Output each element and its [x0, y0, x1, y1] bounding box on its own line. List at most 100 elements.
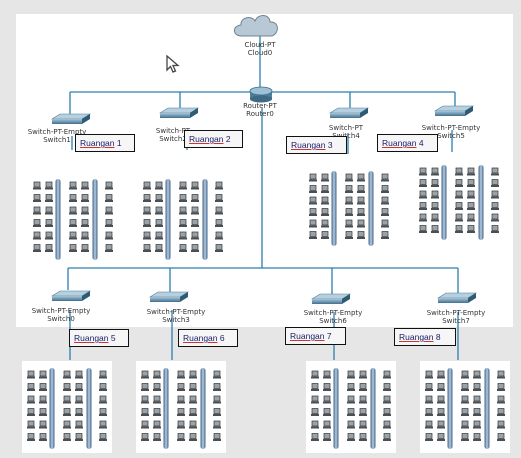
pc-keyboard — [63, 439, 71, 441]
pc-icon — [153, 395, 161, 404]
pc-keyboard — [39, 439, 47, 441]
pc-screen — [383, 383, 391, 389]
pc-keyboard — [69, 225, 77, 227]
pc-screen — [497, 395, 505, 402]
pc-keyboard — [63, 389, 71, 391]
pc-screen — [467, 202, 475, 208]
pc-icon — [45, 206, 53, 215]
pc-keyboard — [455, 219, 463, 222]
pc-icon — [437, 383, 445, 391]
pc-icon — [347, 370, 355, 379]
pc-keyboard — [461, 439, 469, 441]
switch-icon — [158, 107, 200, 118]
pc-screen — [39, 370, 47, 377]
pc-keyboard — [381, 202, 389, 205]
pc-icon — [437, 433, 445, 441]
pc-icon — [425, 408, 433, 416]
pc-screen — [467, 167, 475, 174]
pc-icon — [141, 408, 149, 416]
pc-icon — [143, 181, 151, 190]
pc-icon — [323, 408, 331, 416]
pc-screen — [177, 408, 185, 414]
pc-icon — [467, 190, 475, 199]
pc-screen — [419, 213, 427, 220]
pc-icon — [425, 420, 433, 429]
pc-keyboard — [431, 219, 439, 222]
pc-screen — [153, 420, 161, 427]
pc-keyboard — [461, 389, 469, 391]
backbone-bar — [49, 368, 55, 449]
pc-screen — [69, 194, 77, 200]
switch-name: Switch3 — [162, 316, 190, 324]
pc-icon — [425, 370, 433, 379]
pc-icon — [497, 420, 505, 429]
pc-icon — [33, 181, 41, 190]
pc-icon — [177, 408, 185, 416]
pc-screen — [75, 433, 83, 439]
pc-screen — [33, 244, 41, 250]
pc-icon — [381, 173, 389, 182]
pc-keyboard — [491, 196, 499, 199]
pc-keyboard — [177, 376, 185, 379]
pc-icon — [455, 225, 463, 233]
pc-icon — [321, 185, 329, 193]
pc-keyboard — [309, 179, 317, 182]
pc-keyboard — [461, 401, 469, 404]
pc-screen — [359, 408, 367, 414]
pc-screen — [455, 179, 463, 185]
pc-keyboard — [431, 185, 439, 187]
switch-front — [160, 113, 190, 118]
switch-front — [330, 113, 360, 118]
pc-keyboard — [311, 439, 319, 441]
pc-screen — [155, 231, 163, 238]
pc-icon — [323, 383, 331, 391]
pc-keyboard — [39, 426, 47, 429]
pc-screen — [321, 185, 329, 191]
pc-keyboard — [359, 439, 367, 441]
pc-icon — [75, 433, 83, 441]
backbone-bar — [331, 171, 337, 246]
pc-screen — [357, 185, 365, 191]
pc-screen — [45, 244, 53, 250]
pc-keyboard — [309, 237, 317, 239]
pc-keyboard — [75, 426, 83, 429]
pc-icon — [321, 173, 329, 182]
pc-screen — [473, 433, 481, 439]
pc-icon — [431, 167, 439, 176]
pc-icon — [69, 244, 77, 252]
pc-keyboard — [437, 401, 445, 404]
pc-screen — [105, 219, 113, 225]
pc-icon — [81, 181, 89, 190]
pc-screen — [437, 420, 445, 427]
pc-icon — [437, 370, 445, 379]
pc-keyboard — [431, 196, 439, 199]
pc-screen — [33, 231, 41, 238]
room-word: Ruangan — [80, 138, 115, 148]
pc-screen — [75, 408, 83, 414]
pc-screen — [33, 194, 41, 200]
pc-icon — [105, 194, 113, 202]
pc-screen — [323, 383, 331, 389]
pc-keyboard — [311, 426, 319, 429]
pc-screen — [189, 420, 197, 427]
pc-keyboard — [437, 376, 445, 379]
pc-screen — [425, 383, 433, 389]
pc-keyboard — [99, 414, 107, 416]
pc-icon — [153, 383, 161, 391]
pc-icon — [491, 167, 499, 176]
pc-icon — [177, 433, 185, 441]
pc-keyboard — [33, 225, 41, 227]
pc-keyboard — [155, 212, 163, 215]
pc-keyboard — [213, 426, 221, 429]
pc-screen — [63, 420, 71, 427]
pc-icon — [473, 420, 481, 429]
pc-keyboard — [497, 401, 505, 404]
pc-icon — [45, 181, 53, 190]
pc-screen — [179, 231, 187, 238]
pc-keyboard — [437, 414, 445, 416]
pc-icon — [345, 208, 353, 216]
pc-icon — [69, 219, 77, 227]
pc-screen — [497, 420, 505, 427]
pc-keyboard — [467, 185, 475, 187]
